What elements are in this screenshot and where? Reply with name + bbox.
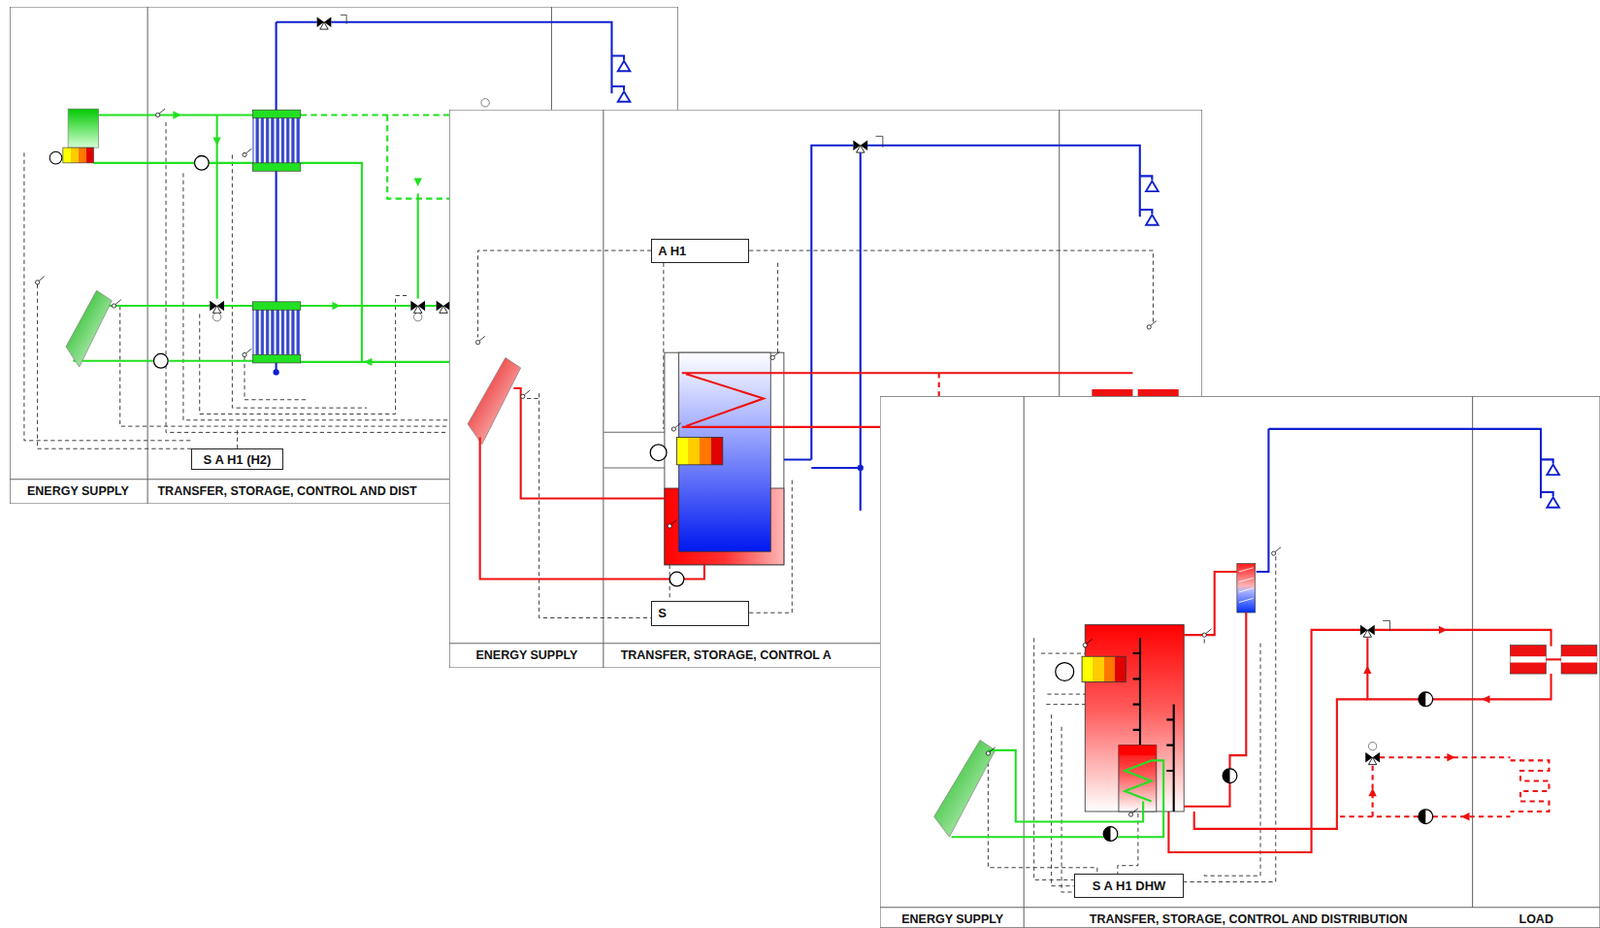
schematic-panel: S A H1 DHW ENERGY SUPPLY TRANSFER, STORAGE… [880, 395, 1600, 928]
controller-box: S A H1 (H2) [191, 448, 284, 470]
controller-label: S A H1 DHW [1092, 878, 1167, 893]
column-heading: ENERGY SUPPLY [901, 907, 1004, 928]
column-heading: TRANSFER, STORAGE, CONTROL AND DIST [157, 479, 417, 504]
controller-box: S A H1 DHW [1074, 873, 1185, 898]
controller-box: A H1 [651, 238, 750, 263]
controller-label: S [657, 605, 667, 621]
column-heading: TRANSFER, STORAGE, CONTROL AND DISTRIBUT… [1089, 907, 1408, 928]
controller-label: A H1 [657, 243, 686, 259]
controller-label: S A H1 (H2) [203, 452, 272, 467]
column-heading: LOAD [1519, 907, 1554, 928]
system-schematic [880, 395, 1600, 928]
column-heading: ENERGY SUPPLY [475, 643, 578, 668]
controller-box: S [651, 600, 750, 626]
column-heading: TRANSFER, STORAGE, CONTROL A [620, 643, 832, 668]
column-heading: ENERGY SUPPLY [27, 479, 130, 504]
